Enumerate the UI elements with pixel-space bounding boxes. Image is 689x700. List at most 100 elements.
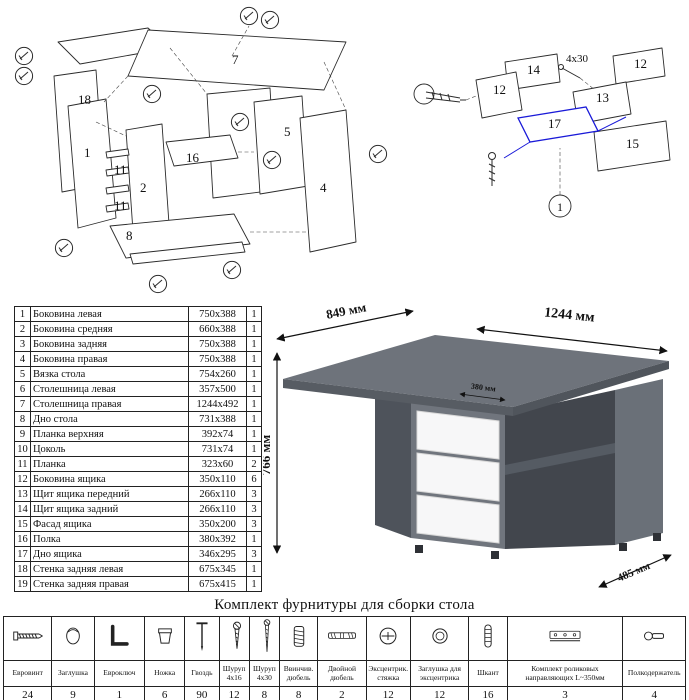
part-qty-cell: 3: [246, 501, 262, 517]
hardware-item-label: Евроключ: [93, 660, 146, 687]
parts-table-row: 6 Столешница левая 357x500 1: [14, 381, 262, 397]
part-number-labels: 7 18 1 11 2 16 11 8 5 4: [78, 52, 327, 243]
part-size-cell: 266x110: [188, 486, 247, 502]
part-qty-cell: 1: [246, 576, 262, 592]
part-qty-cell: 6: [246, 471, 262, 487]
part-number-cell: 5: [14, 366, 31, 382]
parts-table-row: 17 Дно ящика 346x295 3: [14, 546, 262, 562]
parts-table-row: 15 Фасад ящика 350x200 3: [14, 516, 262, 532]
desk-body: [283, 335, 669, 559]
height-dimension: 766 мм: [263, 435, 273, 476]
part-name-cell: Щит ящика передний: [30, 486, 189, 502]
parts-table-row: 16 Полка 380x392 1: [14, 531, 262, 547]
part-number-cell: 11: [14, 456, 31, 472]
part-label: 2: [140, 180, 147, 195]
hardware-item-qty: 4: [622, 686, 686, 700]
part-size-cell: 346x295: [188, 546, 247, 562]
part-qty-cell: 1: [246, 306, 262, 322]
part-number-cell: 1: [14, 306, 31, 322]
hardware-icon-cell: [365, 616, 411, 661]
part-size-cell: 357x500: [188, 381, 247, 397]
wooden-dowel-icon: [471, 617, 505, 655]
screw-icon: [220, 617, 250, 655]
hardware-icon-cell: [248, 616, 280, 661]
part-qty-cell: 3: [246, 516, 262, 532]
part-size-cell: 350x200: [188, 516, 247, 532]
hardware-item-qty: 12: [218, 686, 250, 700]
parts-list-table: 1 Боковина левая 750x388 1 2 Боковина ср…: [14, 306, 262, 592]
part-label: 4: [320, 180, 327, 195]
part-name-cell: Боковина правая: [30, 351, 189, 367]
part-name-cell: Боковина задняя: [30, 336, 189, 352]
part-number-cell: 17: [14, 546, 31, 562]
drawer-assembly-diagram: 1 14 12 12 13 17 15 4x30: [413, 47, 671, 218]
cam-lock-icon: [371, 617, 405, 655]
part-number-cell: 14: [14, 501, 31, 517]
hardware-item-qty: 1: [93, 686, 146, 700]
depth-dimension: 485 мм: [616, 560, 653, 585]
groove-guide-lines: [503, 116, 627, 159]
hardware-item-qty: 12: [409, 686, 470, 700]
part-size-cell: 754x260: [188, 366, 247, 382]
part-name-cell: Полка: [30, 531, 189, 547]
hardware-item-label: Ножка: [143, 660, 186, 687]
long-screw-icon: [250, 617, 280, 655]
parts-table-row: 14 Щит ящика задний 266x110 3: [14, 501, 262, 517]
part-name-cell: Вязка стола: [30, 366, 189, 382]
part-label: 17: [548, 116, 562, 131]
hardware-item-qty: 9: [51, 686, 95, 700]
part-number-cell: 16: [14, 531, 31, 547]
part-number-cell: 4: [14, 351, 31, 367]
hardware-item-label: Двойной дюбель: [317, 660, 367, 687]
callout-number-label: 1: [557, 200, 563, 214]
part-label: 15: [626, 136, 639, 151]
part-name-cell: Дно ящика: [30, 546, 189, 562]
parts-table-row: 19 Стенка задняя правая 675x415 1: [14, 576, 262, 592]
screw-drawings: [425, 64, 581, 186]
parts-table-row: 7 Столешница правая 1244x492 1: [14, 396, 262, 412]
part-qty-cell: 1: [246, 531, 262, 547]
threaded-dowel-icon: [282, 617, 316, 655]
part-name-cell: Планка верхняя: [30, 426, 189, 442]
part-qty-cell: 1: [246, 411, 262, 427]
part-label: 11: [114, 162, 127, 177]
part-label: 13: [596, 90, 609, 105]
part-number-cell: 6: [14, 381, 31, 397]
part-name-cell: Щит ящика задний: [30, 501, 189, 517]
hardware-icon-cell: [409, 616, 470, 661]
shelf-support-icon: [637, 617, 671, 655]
part-number-cell: 15: [14, 516, 31, 532]
hardware-icon-cell: [184, 616, 220, 661]
hardware-icon-cell: [2, 616, 53, 661]
leader-dashes: [465, 77, 596, 195]
parts-table-row: 5 Вязка стола 754x260 1: [14, 366, 262, 382]
parts-table-row: 3 Боковина задняя 750x388 1: [14, 336, 262, 352]
hardware-item-label: Ввинчив. дюбель: [278, 660, 319, 687]
inner-depth-dimension: 380 мм: [470, 382, 496, 394]
part-label: 1: [84, 145, 91, 160]
hardware-callout-circle: 1: [548, 194, 572, 218]
hardware-item-qty: 8: [248, 686, 280, 700]
assembly-guide-lines: [95, 25, 347, 233]
part-name-cell: Стенка задняя левая: [30, 561, 189, 577]
part-number-cell: 13: [14, 486, 31, 502]
part-size-cell: 380x392: [188, 531, 247, 547]
part-size-cell: 350x110: [188, 471, 247, 487]
part-size-cell: 392x74: [188, 426, 247, 442]
hardware-icon-cell: [317, 616, 367, 661]
double-dowel-icon: [325, 617, 359, 655]
hardware-item-qty: 2: [317, 686, 367, 700]
part-size-cell: 266x110: [188, 501, 247, 517]
part-qty-cell: 1: [246, 321, 262, 337]
desk-panels: [53, 27, 357, 265]
part-number-cell: 9: [14, 426, 31, 442]
hardware-icon-cell: [278, 616, 319, 661]
part-label: 14: [527, 62, 541, 77]
hardware-item-label: Комплект роликовых направляющих L~350мм: [506, 660, 624, 687]
part-number-cell: 2: [14, 321, 31, 337]
furniture-foot-icon: [148, 617, 182, 655]
assembled-desk-illustration: 849 мм 1244 мм 766 мм 380 мм 485 мм: [263, 299, 672, 588]
